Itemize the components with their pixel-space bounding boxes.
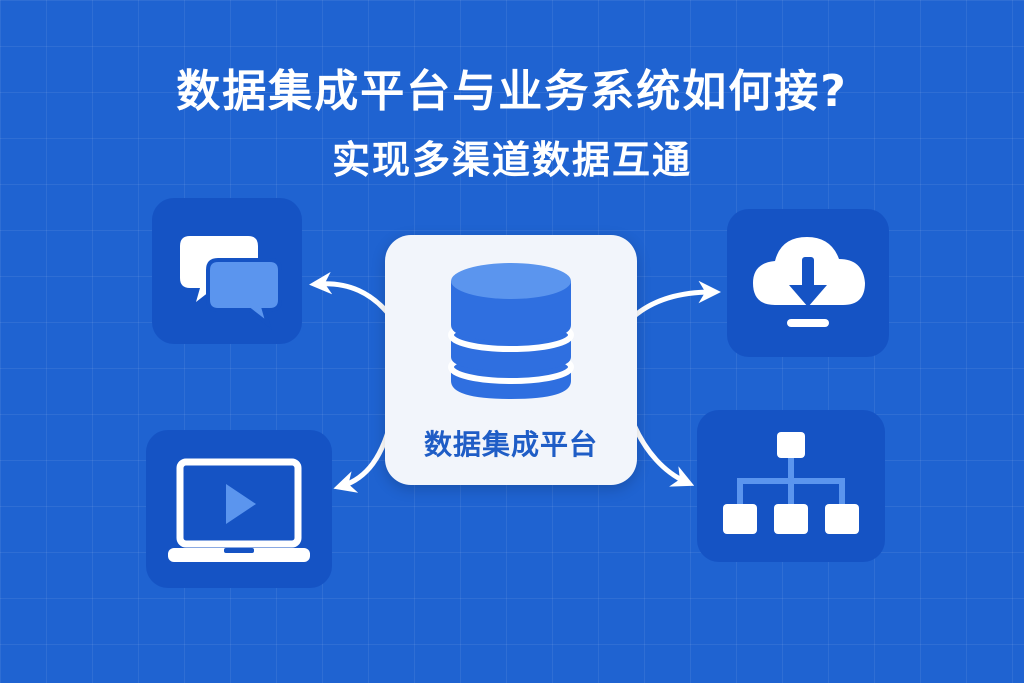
arrow-to-cloud xyxy=(629,280,721,321)
database-icon xyxy=(448,263,574,399)
arrow-to-chat xyxy=(309,271,395,321)
arrow-to-hierarchy xyxy=(631,422,695,487)
hierarchy-node xyxy=(697,410,885,562)
video-node xyxy=(146,430,332,588)
arrow-to-video xyxy=(333,422,393,493)
cloud-download-icon xyxy=(753,237,865,327)
integration-platform-label: 数据集成平台 xyxy=(423,428,598,461)
chat-bubbles-icon xyxy=(180,236,282,330)
hierarchy-icon xyxy=(723,432,859,534)
page-subtitle: 实现多渠道数据互通 xyxy=(331,138,692,182)
chat-node xyxy=(152,198,302,344)
page-title: 数据集成平台与业务系统如何接? xyxy=(176,66,848,117)
integration-platform-card: 数据集成平台 xyxy=(385,235,637,485)
cloud-node xyxy=(727,209,889,357)
laptop-video-icon xyxy=(168,458,310,562)
